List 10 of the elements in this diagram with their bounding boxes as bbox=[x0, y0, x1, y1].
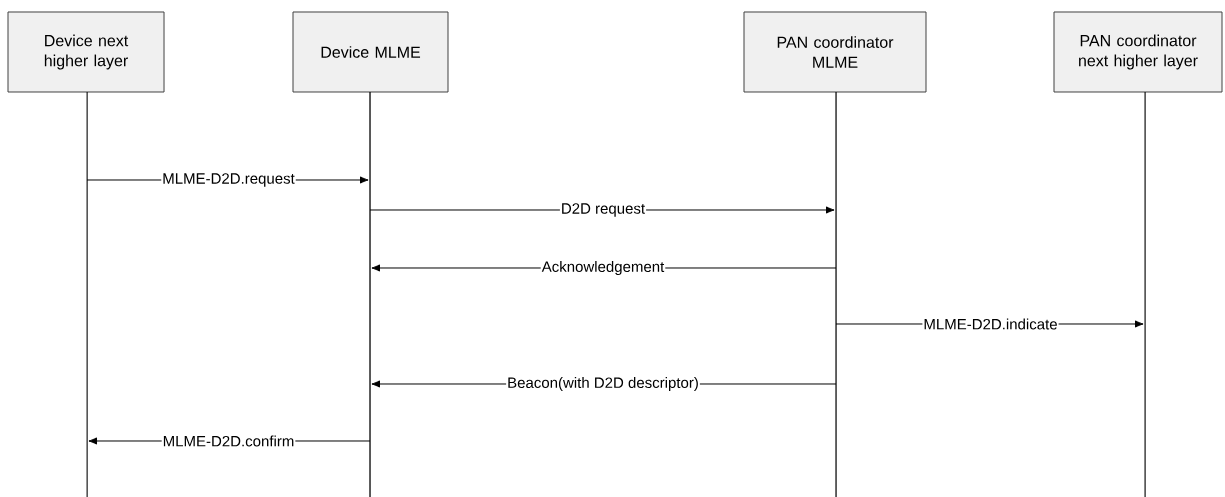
participant-box: Device MLME bbox=[292, 11, 449, 93]
edge-label: Beacon(with D2D descriptor) bbox=[506, 376, 700, 392]
edge-label: Acknowledgement bbox=[540, 260, 666, 276]
participant-box: PAN coordinator next higher layer bbox=[1053, 11, 1223, 93]
edge-label: MLME-D2D.indicate bbox=[922, 317, 1059, 331]
edge-label: D2D request bbox=[559, 202, 647, 218]
edge-label: MLME-D2D.request bbox=[161, 172, 296, 188]
participant-box: PAN coordinator MLME bbox=[743, 11, 927, 93]
participant-box: Device next higher layer bbox=[7, 11, 165, 93]
edge-label: MLME-D2D.confirm bbox=[161, 434, 296, 448]
